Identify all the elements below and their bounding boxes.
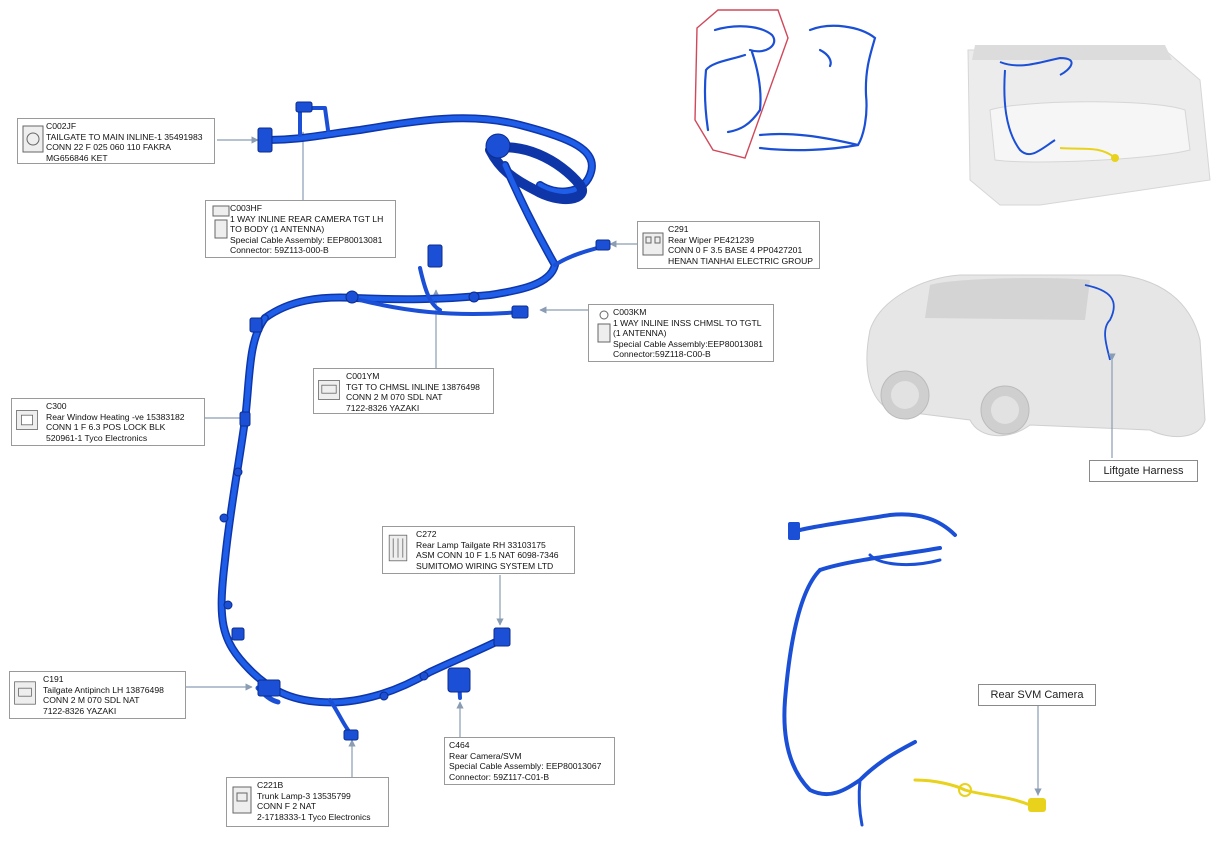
callout-line: 1 WAY INLINE REAR CAMERA TGT LH (230, 213, 384, 224)
callout-line: TAILGATE TO MAIN INLINE-1 35491983 (46, 131, 203, 142)
callout-line: Rear Lamp Tailgate RH 33103175 (416, 539, 546, 550)
connector-icon (642, 232, 664, 256)
callout-code: C291 (668, 224, 689, 234)
liftgate-harness-label: Liftgate Harness (1089, 460, 1198, 482)
connector-icon (212, 205, 230, 239)
callout-line: CONN 0 F 3.5 BASE 4 PP0427201 (668, 245, 803, 256)
callout-line: 1 WAY INLINE INSS CHMSL TO TGTL (613, 317, 762, 328)
leader-lines (186, 131, 637, 777)
callout-line: CONN 2 M 070 SDL NAT (43, 695, 140, 706)
callout-line: Tailgate Antipinch LH 13876498 (43, 684, 164, 695)
callout-c464: C464 Rear Camera/SVM Special Cable Assem… (444, 737, 615, 785)
callout-code: C300 (46, 401, 67, 411)
callout-code: C464 (449, 740, 470, 750)
connector-icon (14, 681, 36, 705)
connector-icon (388, 534, 408, 562)
callout-line: HENAN TIANHAI ELECTRIC GROUP (668, 255, 814, 266)
callout-line: Special Cable Assembly:EEP80013081 (613, 338, 764, 349)
connector-icon (16, 410, 38, 430)
callout-c272: C272 Rear Lamp Tailgate RH 33103175 ASM … (382, 526, 575, 574)
callout-line: Connector: 59Z113-000-B (230, 245, 329, 256)
connector-icon (318, 380, 340, 400)
liftgate-render (967, 45, 1211, 206)
callout-line: CONN F 2 NAT (257, 801, 317, 812)
callout-line: Special Cable Assembly: EEP80013067 (449, 761, 602, 772)
callout-line: TGT TO CHMSL INLINE 13876498 (346, 381, 480, 392)
callout-c003hf: C003HF 1 WAY INLINE REAR CAMERA TGT LH T… (205, 200, 396, 258)
callout-c191: C191 Tailgate Antipinch LH 13876498 CONN… (9, 671, 186, 719)
callout-line: CONN 22 F 025 060 110 FAKRA (46, 142, 171, 153)
callout-line: SUMITOMO WIRING SYSTEM LTD (416, 560, 554, 571)
callout-line: 2-1718333-1 Tyco Electronics (257, 811, 371, 822)
callout-line: CONN 1 F 6.3 POS LOCK BLK (46, 422, 166, 433)
callout-line: 520961-1 Tyco Electronics (46, 432, 148, 443)
callout-line: TO BODY (1 ANTENNA) (230, 224, 325, 235)
connector-icon (22, 125, 44, 153)
svm-harness-diagram (782, 512, 1046, 827)
callout-c002jf: C002JF TAILGATE TO MAIN INLINE-1 3549198… (17, 118, 215, 164)
callout-c300: C300 Rear Window Heating -ve 15383182 CO… (11, 398, 205, 446)
callout-code: C002JF (46, 121, 77, 131)
callout-line: Connector: 59Z117-C01-B (449, 771, 550, 782)
callout-c291: C291 Rear Wiper PE421239 CONN 0 F 3.5 BA… (637, 221, 820, 269)
callout-line: ASM CONN 10 F 1.5 NAT 6098-7346 (416, 550, 559, 561)
callout-code: C003HF (230, 203, 262, 213)
connector-icon (232, 786, 252, 814)
callout-line: Rear Camera/SVM (449, 750, 522, 761)
callout-line: Connector:59Z118-C00-B (613, 349, 711, 360)
harness-connectors (219, 101, 611, 741)
callout-line: 7122-8326 YAZAKI (43, 705, 117, 716)
callout-line: Special Cable Assembly: EEP80013081 (230, 234, 383, 245)
callout-c001ym: C001YM TGT TO CHMSL INLINE 13876498 CONN… (313, 368, 494, 414)
callout-code: C003KM (613, 307, 647, 317)
callout-line: MG656846 KET (46, 152, 108, 163)
callout-code: C191 (43, 674, 64, 684)
callout-line: Rear Wiper PE421239 (668, 234, 754, 245)
callout-c003km: C003KM 1 WAY INLINE INSS CHMSL TO TGTL (… (588, 304, 774, 362)
callout-line: (1 ANTENNA) (613, 328, 667, 339)
callout-line: CONN 2 M 070 SDL NAT (346, 392, 443, 403)
callout-line: 7122-8326 YAZAKI (346, 402, 420, 413)
callout-code: C001YM (346, 371, 380, 381)
callout-line: Trunk Lamp-3 13535799 (257, 790, 351, 801)
callout-line: Rear Window Heating -ve 15383182 (46, 411, 185, 422)
rear-svm-camera-label: Rear SVM Camera (978, 684, 1096, 706)
callout-code: C221B (257, 780, 284, 790)
connector-icon (597, 310, 611, 343)
harness-wires (217, 106, 607, 737)
callout-c221b: C221B Trunk Lamp-3 13535799 CONN F 2 NAT… (226, 777, 389, 827)
overview-harness-thumbnail (694, 9, 877, 159)
vehicle-render (866, 274, 1206, 458)
callout-code: C272 (416, 529, 437, 539)
